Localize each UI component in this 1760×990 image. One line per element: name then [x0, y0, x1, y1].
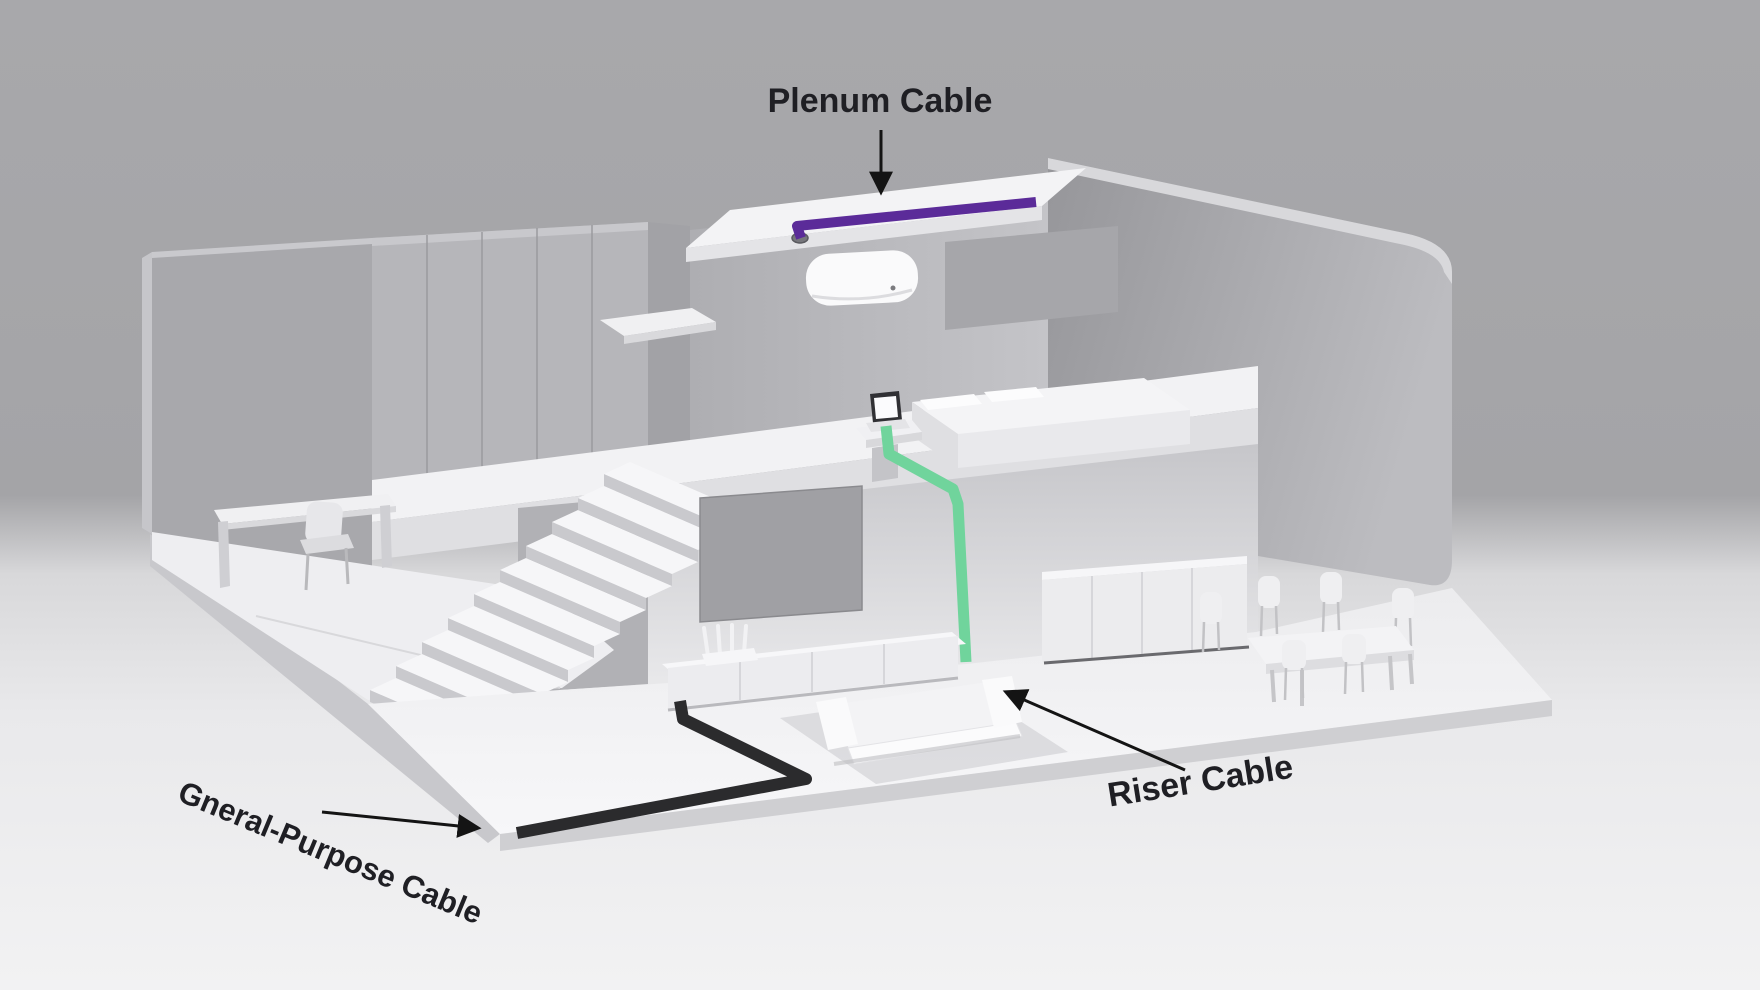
pillow — [920, 394, 982, 410]
roof-slab — [686, 168, 1086, 262]
bed — [912, 378, 1190, 468]
right-wall-top-rim — [1048, 158, 1452, 284]
floor-slab-edge — [500, 700, 1552, 851]
bedroom-wall — [690, 194, 1118, 442]
dining-chair — [1320, 572, 1342, 633]
desk-chair — [300, 501, 354, 591]
general-arrow — [321, 810, 482, 838]
sofa — [816, 676, 1023, 766]
sideboard — [1042, 556, 1250, 665]
wall-panel — [945, 226, 1118, 330]
ac-indicator-dot — [890, 285, 896, 291]
dining-chair — [1282, 640, 1306, 701]
dining-chair — [1342, 634, 1366, 695]
pillow — [984, 387, 1044, 402]
wifi-router — [702, 623, 758, 666]
tv-panel — [699, 485, 863, 623]
plenum-cable-label: Plenum Cable — [768, 82, 993, 120]
plenum-cable-line — [792, 197, 1037, 240]
riser-arrow — [1002, 689, 1186, 772]
ac-unit — [805, 250, 919, 306]
dining-chair — [1258, 576, 1280, 637]
dining-chair — [1200, 592, 1222, 653]
left-wall — [142, 238, 372, 566]
general-cable-line — [515, 700, 812, 839]
laptop — [866, 391, 910, 432]
wall-shelf — [600, 308, 716, 344]
riser-cable-line — [880, 425, 972, 663]
tv-stand — [662, 632, 966, 712]
wardrobe — [372, 222, 690, 482]
